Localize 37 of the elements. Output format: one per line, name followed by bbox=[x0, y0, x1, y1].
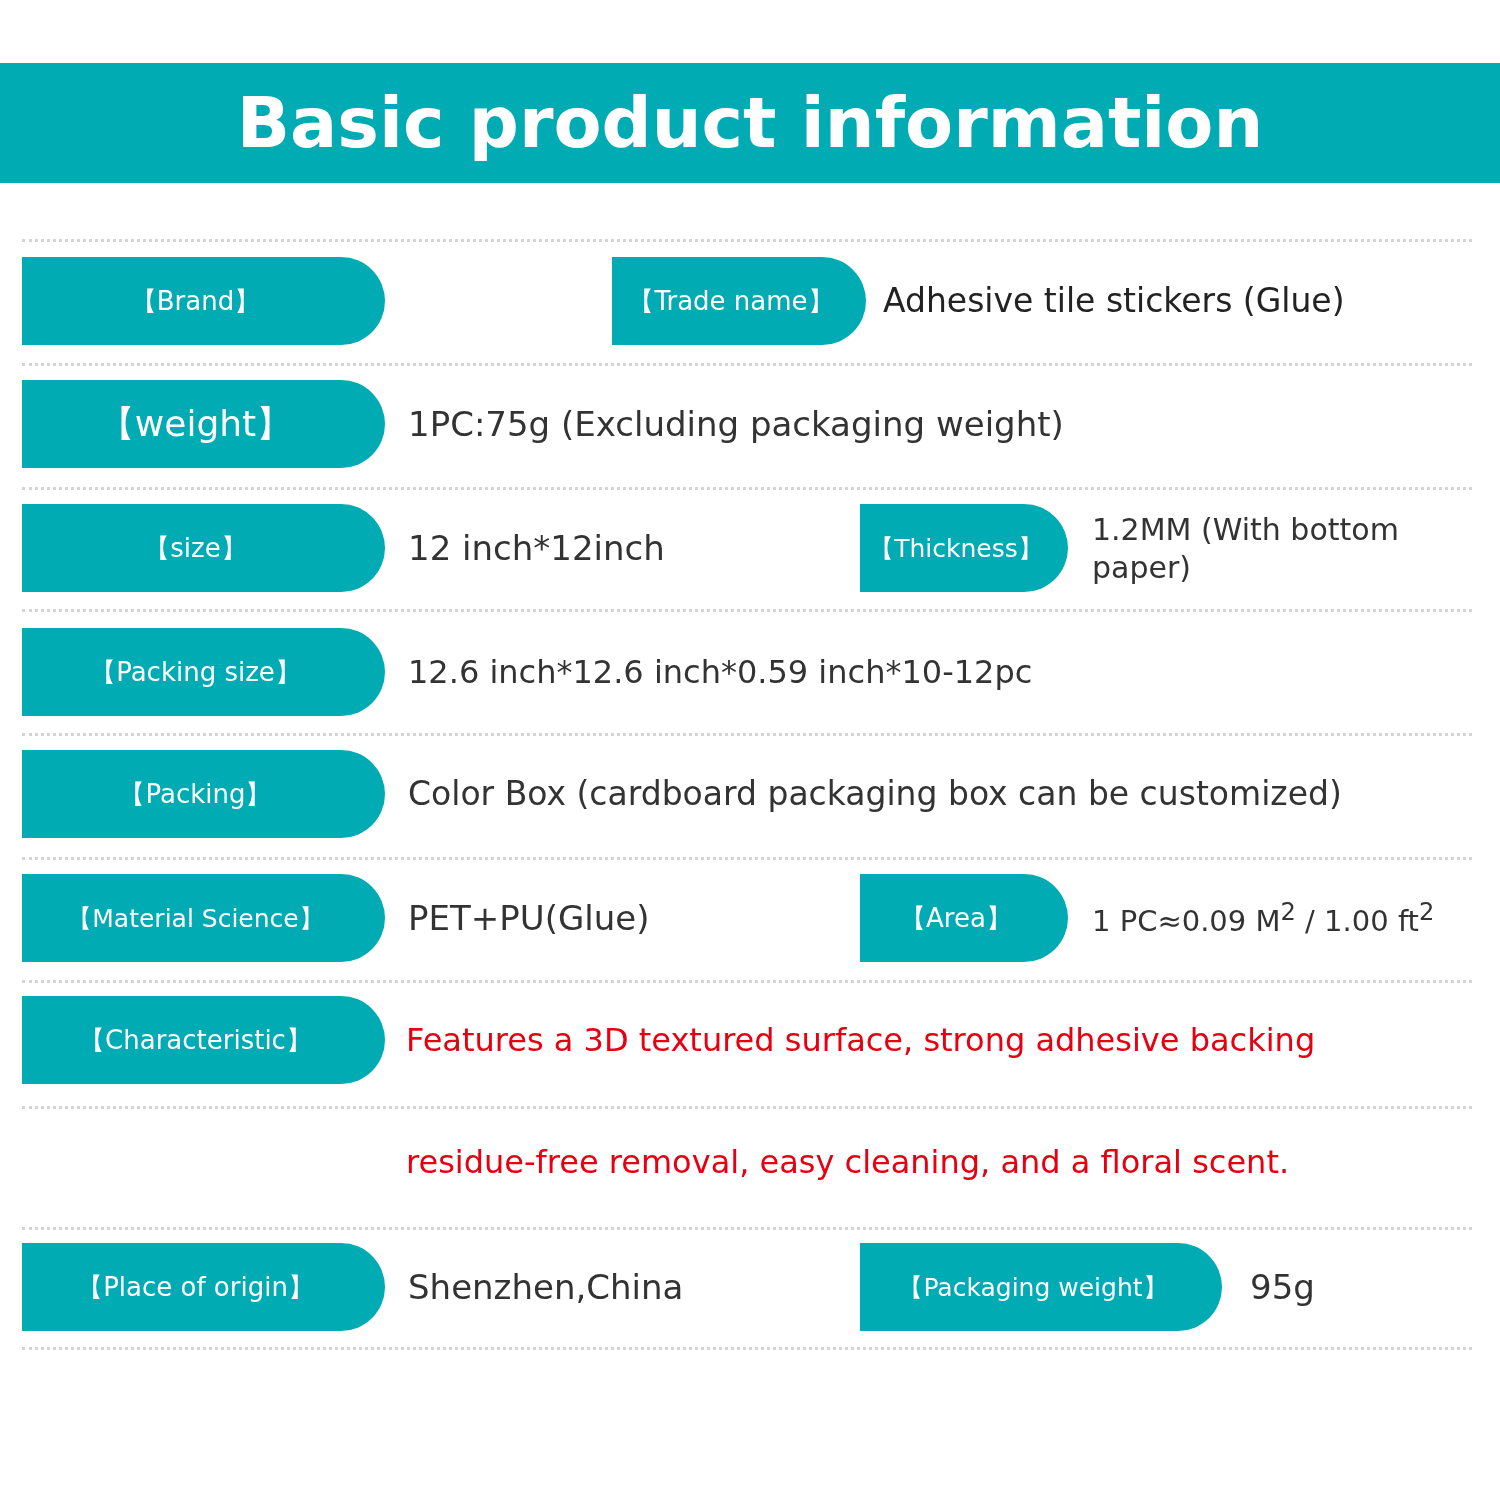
label-tab bbox=[22, 257, 385, 345]
label-tab bbox=[860, 504, 1068, 592]
field-name: 【Characteristic】 bbox=[79, 1023, 312, 1057]
field-value: 95g bbox=[1250, 1265, 1315, 1309]
field-value: Features a 3D textured surface, strong adhesive backing bbox=[406, 1020, 1316, 1060]
field-value: Adhesive tile stickers (Glue) bbox=[883, 280, 1345, 322]
title: Basic product information bbox=[236, 82, 1264, 164]
field-name: 【Area】 bbox=[900, 901, 1012, 935]
field-name: 【Packing size】 bbox=[90, 655, 301, 689]
label-tab bbox=[860, 1243, 1222, 1331]
field-name: 【size】 bbox=[144, 531, 247, 565]
label-tab bbox=[22, 628, 385, 716]
field-name: 【Thickness】 bbox=[869, 532, 1043, 565]
field-value: 1 PC≈0.09 M$^{2}$ / 1.00 ft$^{2}$ bbox=[1092, 897, 1435, 939]
field-value: 1.2MM (With bottom paper) bbox=[1092, 510, 1400, 586]
field-value: Shenzhen,China bbox=[408, 1265, 684, 1309]
field-name: 【Place of origin】 bbox=[77, 1270, 314, 1304]
label-tab bbox=[22, 996, 385, 1084]
field-name: 【Packaging weight】 bbox=[898, 1271, 1168, 1304]
label-tab bbox=[860, 874, 1068, 962]
field-name: 【Material Science】 bbox=[67, 902, 324, 935]
field-value: residue-free removal, easy cleaning, and a floral scent. bbox=[406, 1142, 1290, 1182]
label-tab bbox=[22, 874, 385, 962]
field-value: PET+PU(Glue) bbox=[408, 896, 650, 940]
field-value: 1PC:75g (Excluding packaging weight) bbox=[408, 402, 1064, 446]
label-tab bbox=[22, 1243, 385, 1331]
field-name: 【weight】 bbox=[98, 401, 293, 446]
field-value: 12.6 inch*12.6 inch*0.59 inch*10-12pc bbox=[408, 652, 1033, 692]
field-name: 【Packing】 bbox=[119, 777, 272, 811]
label-tab bbox=[22, 504, 385, 592]
label-tab bbox=[612, 257, 866, 345]
label-tab bbox=[22, 750, 385, 838]
field-value: 12 inch*12inch bbox=[408, 526, 665, 570]
field-name: 【Brand】 bbox=[130, 284, 261, 318]
label-tab bbox=[22, 380, 385, 468]
field-value: Color Box (cardboard packaging box can be customized) bbox=[408, 773, 1342, 815]
field-name: 【Trade name】 bbox=[628, 284, 834, 318]
